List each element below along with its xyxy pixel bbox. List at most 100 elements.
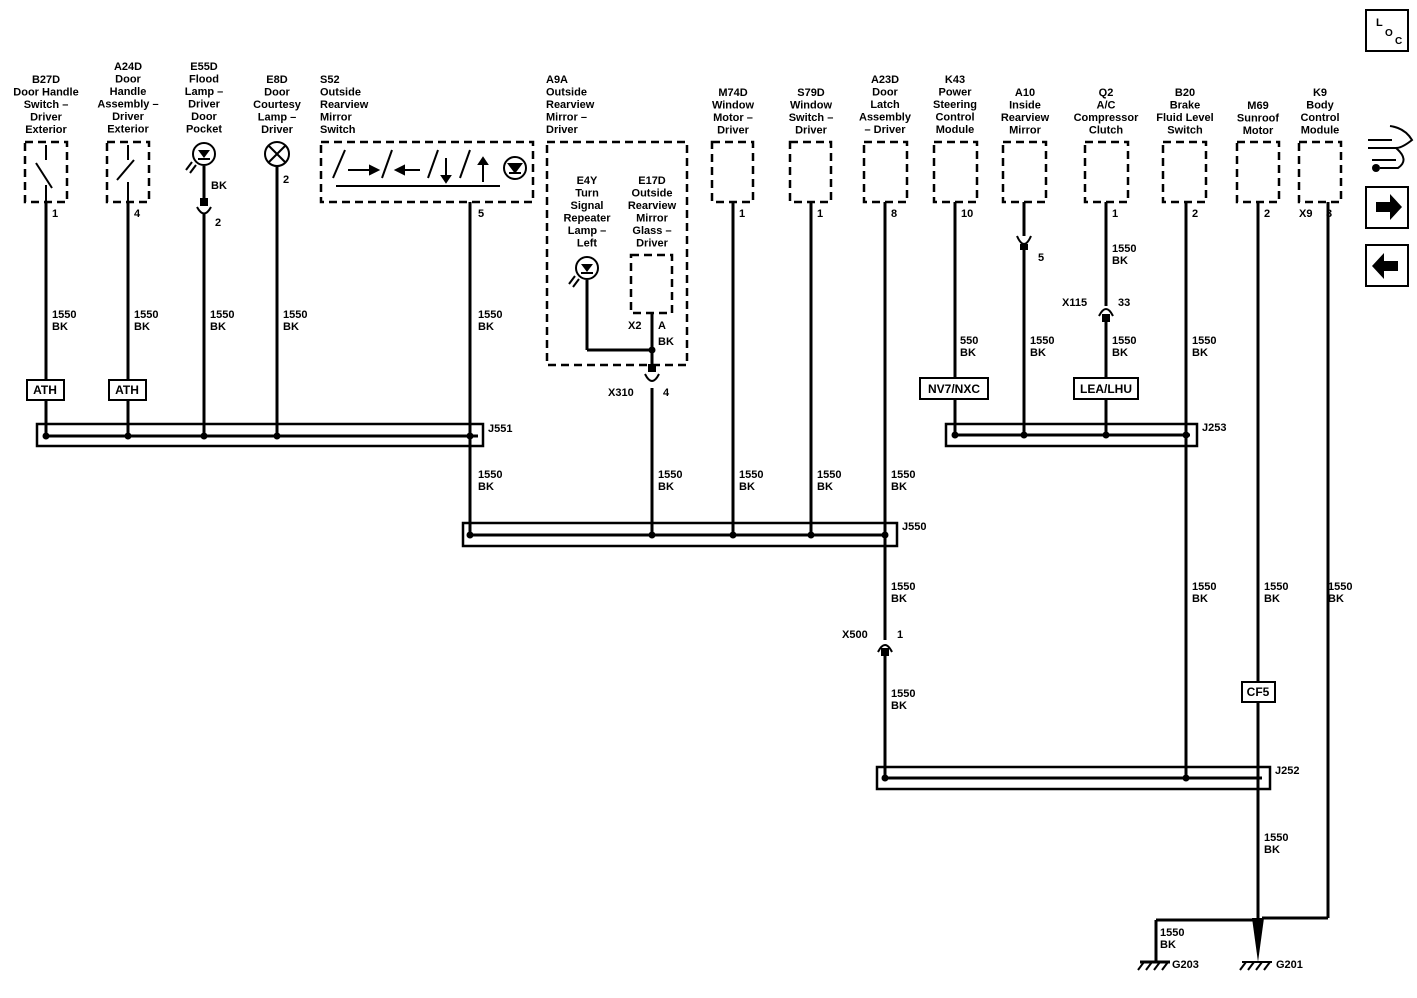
wire-gauge: 1550 [1264,832,1288,844]
k9-box [1297,140,1343,204]
wire-color: BK [1264,593,1280,605]
x310-pin: 4 [663,387,670,399]
wire-color: BK [891,700,907,712]
m74d-title-line: M74D [718,87,747,99]
k9-connector: X9 [1299,208,1312,220]
grounds: G203 G201 [1137,918,1303,971]
a9a-title-line: A9A [546,74,568,86]
q2-box [1083,140,1130,204]
option-ath-1: ATH [33,383,57,397]
wire-gauge: 1550 [891,688,915,700]
e55d-title-line: Lamp – [185,86,224,98]
wire-color: BK [739,481,755,493]
wire-gauge: 1550 [1112,243,1136,255]
pin-numbers: 1 4 BK 2 2 5 X2 A BK 1 1 8 10 5 1 2 2 X9… [52,174,1332,348]
k9-title-line: Body [1306,100,1334,112]
a23d-title-line: Latch [870,99,900,111]
x115-label: X115 [1062,297,1087,309]
a24d-title-line: Driver [112,111,145,123]
wire-gauge: 1550 [478,309,502,321]
e17d-title-line: E17D [638,175,666,187]
wire-gauge: 1550 [658,469,682,481]
b20-title-line: Switch [1167,125,1203,137]
wire-color: BK [960,347,976,359]
m74d-title-line: Motor – [713,112,753,124]
wire-color: BK [891,481,907,493]
loc-button[interactable]: L O C [1365,9,1409,52]
wire-gauge: 1550 [478,469,502,481]
wire-color: BK [210,321,226,333]
a23d-title-line: – Driver [865,124,907,136]
e8d-title-line: Driver [261,124,294,136]
k43-title-line: Power [938,87,972,99]
s52-box [319,140,535,204]
splice-j252: J252 [1275,765,1299,777]
wire-gauge: 1550 [1264,581,1288,593]
a24d-title-line: Handle [110,86,147,98]
ground-g201-icon [1239,918,1272,971]
wire-gauge: 1550 [134,309,158,321]
mirror-switch-icon [332,149,527,187]
wire-color: BK [1192,593,1208,605]
wire-color: BK [283,321,299,333]
e4y-title-line: Lamp – [568,225,607,237]
ground-g201-label: G201 [1276,959,1303,971]
a10-box [1001,140,1048,204]
m69-title-line: Sunroof [1237,113,1279,125]
wire-gauge: 1550 [891,581,915,593]
arrow-right-icon[interactable] [1365,186,1409,229]
a10-title-line: A10 [1015,87,1035,99]
ground-g203-icon [1137,960,1170,971]
a24d-title-line: A24D [114,61,142,73]
x310-label: X310 [608,387,634,399]
s79d-title-line: Window [790,100,832,112]
e55d-title-line: E55D [190,61,218,73]
q2-title-line: A/C [1097,100,1116,112]
loc-c: C [1395,36,1402,47]
s79d-box [788,140,833,204]
wire-color: BK [658,481,674,493]
a10-title-line: Inside [1009,100,1041,112]
switch-icon [35,145,53,202]
b27d-title-line: Driver [30,112,63,124]
splice-j550: J550 [902,521,926,533]
e17d-title-line: Driver [636,238,669,250]
e55d-title-line: Driver [188,99,221,111]
s52-title-line: Outside [320,87,361,99]
arrow-left-icon[interactable] [1365,244,1409,287]
connector-ids: X310 4 X115 33 X500 1 [608,297,1130,641]
a9a-box [545,140,689,367]
turn-signal-lamp-icon [568,256,599,288]
k43-title-line: Module [936,124,975,136]
loc-o: O [1385,28,1393,39]
harness-icon[interactable] [1368,125,1414,172]
wire-color: BK [891,593,907,605]
inline-connectors [196,198,1114,656]
wire-color: BK [1192,347,1208,359]
k9-pin: 3 [1326,208,1332,220]
e55d-wire-color: BK [211,180,227,192]
wire-gauge: 1550 [1160,927,1184,939]
a24d-title-line: Door [115,74,141,86]
wire-color: BK [52,321,68,333]
wire-gauge: 1550 [1112,335,1136,347]
wire-gauge: 550 [960,335,978,347]
a10-title-line: Mirror [1009,125,1042,137]
courtesy-lamp-icon [264,141,290,167]
e8d-title-line: Door [264,87,290,99]
k9-title-line: K9 [1313,87,1327,99]
